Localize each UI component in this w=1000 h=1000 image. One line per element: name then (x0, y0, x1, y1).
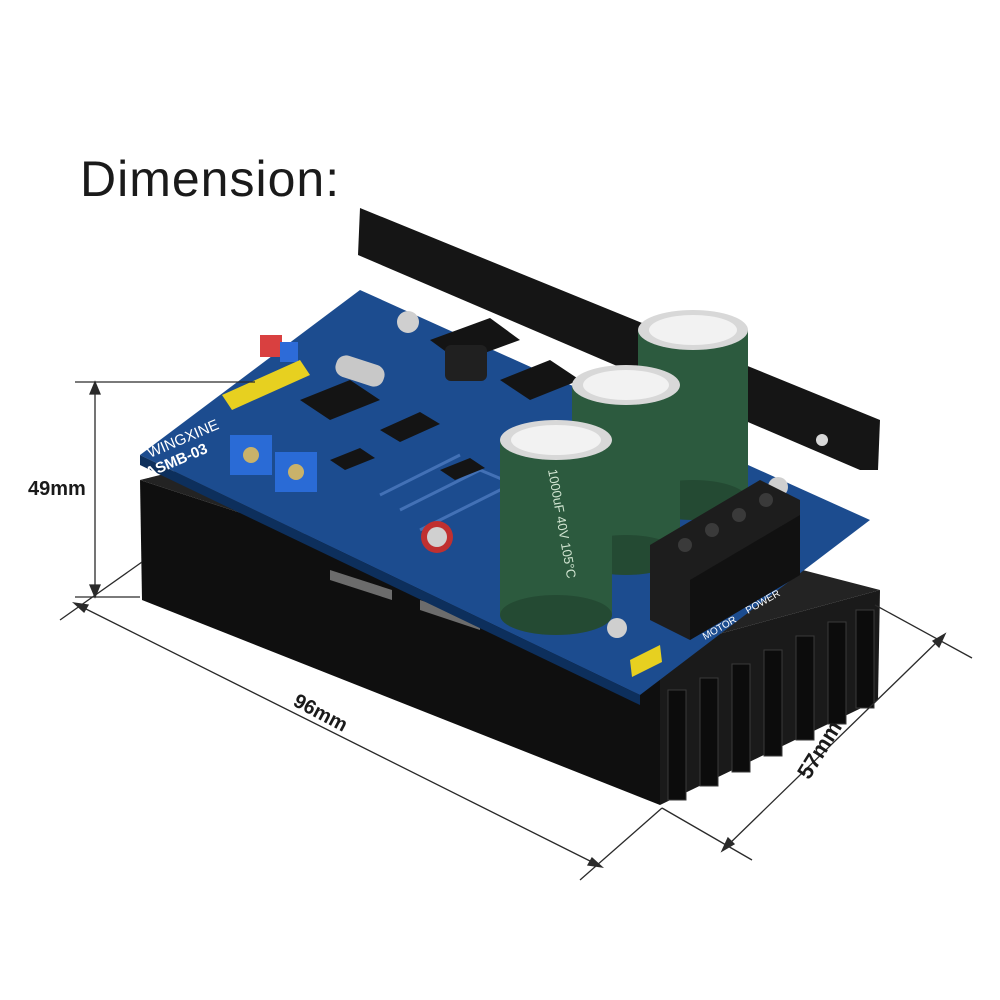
page-title: Dimension: (80, 151, 341, 207)
mounting-hole (816, 434, 828, 446)
header-yellow (222, 360, 310, 410)
terminal-screw (678, 538, 692, 552)
ic-chip (300, 380, 380, 420)
jumper-red (260, 335, 282, 357)
screw (397, 311, 419, 333)
capacitors: 1000uF 40V 105°C (500, 310, 748, 635)
width-dimension-line (724, 636, 943, 849)
potentiometer (230, 435, 317, 492)
crystal (335, 355, 385, 387)
dimension-lines (59, 380, 973, 881)
height-dimension-label: 49mm (28, 478, 86, 500)
capacitor: 1000uF 40V 105°C (500, 420, 612, 635)
length-dimension-line (77, 604, 599, 866)
inductor (445, 345, 487, 381)
